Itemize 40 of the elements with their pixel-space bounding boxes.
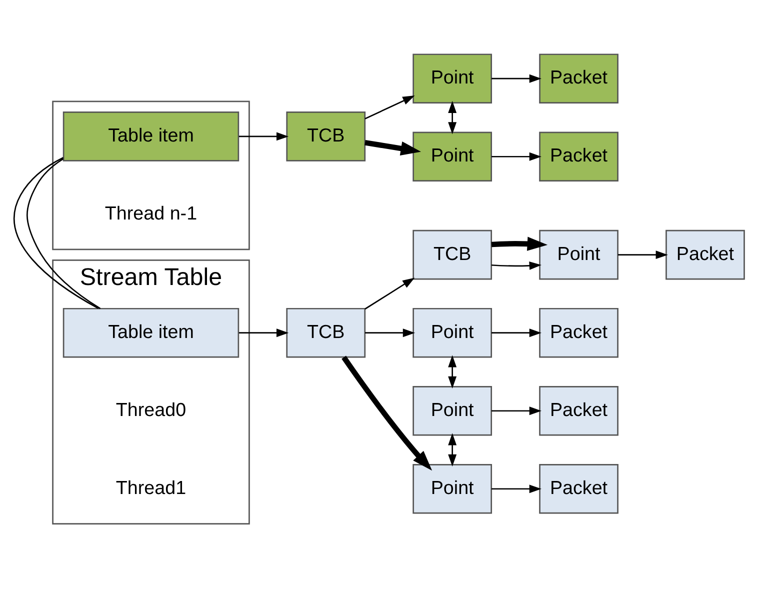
node-box: Packet bbox=[539, 308, 618, 358]
arrow bbox=[448, 100, 457, 134]
arrow bbox=[342, 356, 432, 471]
arrow bbox=[491, 236, 548, 251]
node-label: Thread0 bbox=[116, 398, 186, 420]
node-box: Point bbox=[412, 386, 492, 436]
arrow bbox=[491, 406, 542, 416]
node-box: Point bbox=[539, 230, 618, 280]
node-box: TCB bbox=[286, 112, 366, 162]
arrow bbox=[448, 355, 457, 389]
node-box: Point bbox=[412, 132, 492, 182]
arrow bbox=[448, 433, 457, 467]
label: Thread1 bbox=[116, 476, 186, 498]
arrow bbox=[364, 140, 421, 156]
arrow bbox=[491, 152, 542, 161]
arrow bbox=[238, 328, 289, 338]
node-box: TCB bbox=[412, 230, 492, 280]
node-box: Packet bbox=[539, 464, 618, 514]
node-box: Packet bbox=[666, 230, 745, 280]
arrow bbox=[491, 74, 542, 83]
arrow bbox=[491, 484, 542, 494]
cluster bbox=[52, 100, 250, 250]
node-box: Point bbox=[412, 308, 492, 358]
node-box: Packet bbox=[539, 132, 618, 182]
arrow bbox=[364, 95, 415, 120]
node-box: Packet bbox=[539, 386, 618, 436]
arrow bbox=[238, 132, 289, 141]
connector bbox=[14, 157, 101, 310]
node-box: Point bbox=[412, 464, 492, 514]
arrow bbox=[491, 261, 542, 270]
arrow bbox=[618, 250, 668, 260]
node-box: Table item bbox=[62, 308, 240, 358]
arrow bbox=[364, 278, 415, 310]
node-box: Table item bbox=[62, 112, 240, 162]
node-box: Packet bbox=[539, 54, 618, 104]
node-label: Thread n-1 bbox=[104, 202, 198, 224]
arrow bbox=[491, 328, 542, 338]
node-box: Point bbox=[412, 54, 492, 104]
arrow bbox=[365, 328, 416, 338]
node-box: TCB bbox=[286, 308, 366, 358]
